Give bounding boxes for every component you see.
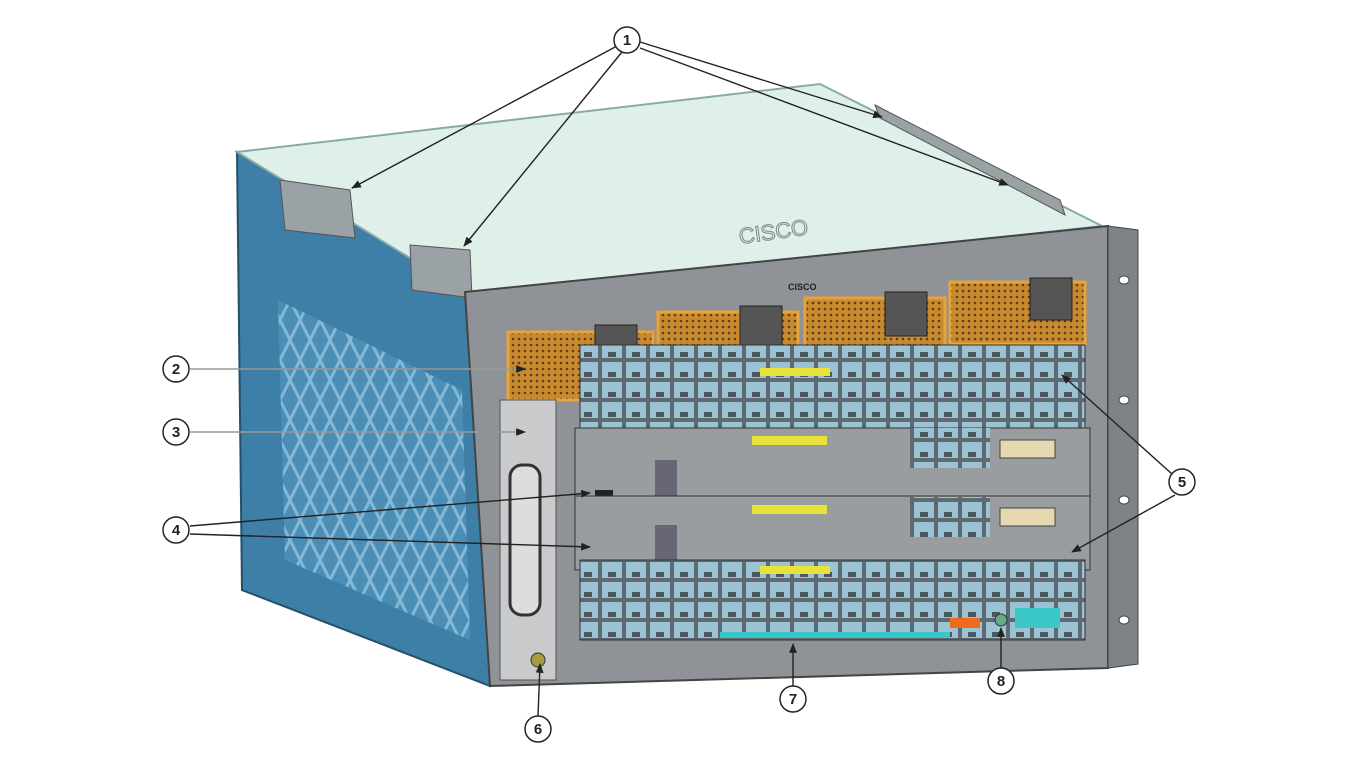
svg-text:8: 8 <box>997 673 1005 690</box>
svg-text:4: 4 <box>172 522 181 539</box>
callout-5: 5 <box>1168 468 1196 496</box>
status-led-orange <box>950 618 980 628</box>
svg-text:2: 2 <box>172 361 180 378</box>
carry-handles <box>279 103 1066 299</box>
svg-text:7: 7 <box>789 691 797 708</box>
svg-text:3: 3 <box>172 424 180 441</box>
esd-jack <box>994 613 1008 627</box>
callout-leaders <box>189 41 1176 717</box>
grounding-screw <box>530 652 546 668</box>
callout-1: 1 <box>613 26 641 54</box>
fan-tray-handle <box>508 463 542 617</box>
callout-3: 3 <box>162 418 190 446</box>
line-card <box>579 344 1086 436</box>
callout-6: 6 <box>524 715 552 743</box>
svg-text:5: 5 <box>1178 474 1186 491</box>
chassis-bottom-strip <box>720 632 950 638</box>
rack-mount-ear <box>1107 225 1139 669</box>
callout-8: 8 <box>987 667 1015 695</box>
line-card <box>579 559 1086 641</box>
callout-2: 2 <box>162 355 190 383</box>
fan-tray-grille <box>278 300 470 640</box>
callout-4: 4 <box>162 516 190 544</box>
svg-text:6: 6 <box>534 721 542 738</box>
supervisor-engine <box>574 427 1091 502</box>
callout-7: 7 <box>779 685 807 713</box>
cisco-logo-front: CISCO <box>788 282 817 292</box>
id-tag <box>1015 608 1060 628</box>
svg-text:1: 1 <box>623 32 631 49</box>
